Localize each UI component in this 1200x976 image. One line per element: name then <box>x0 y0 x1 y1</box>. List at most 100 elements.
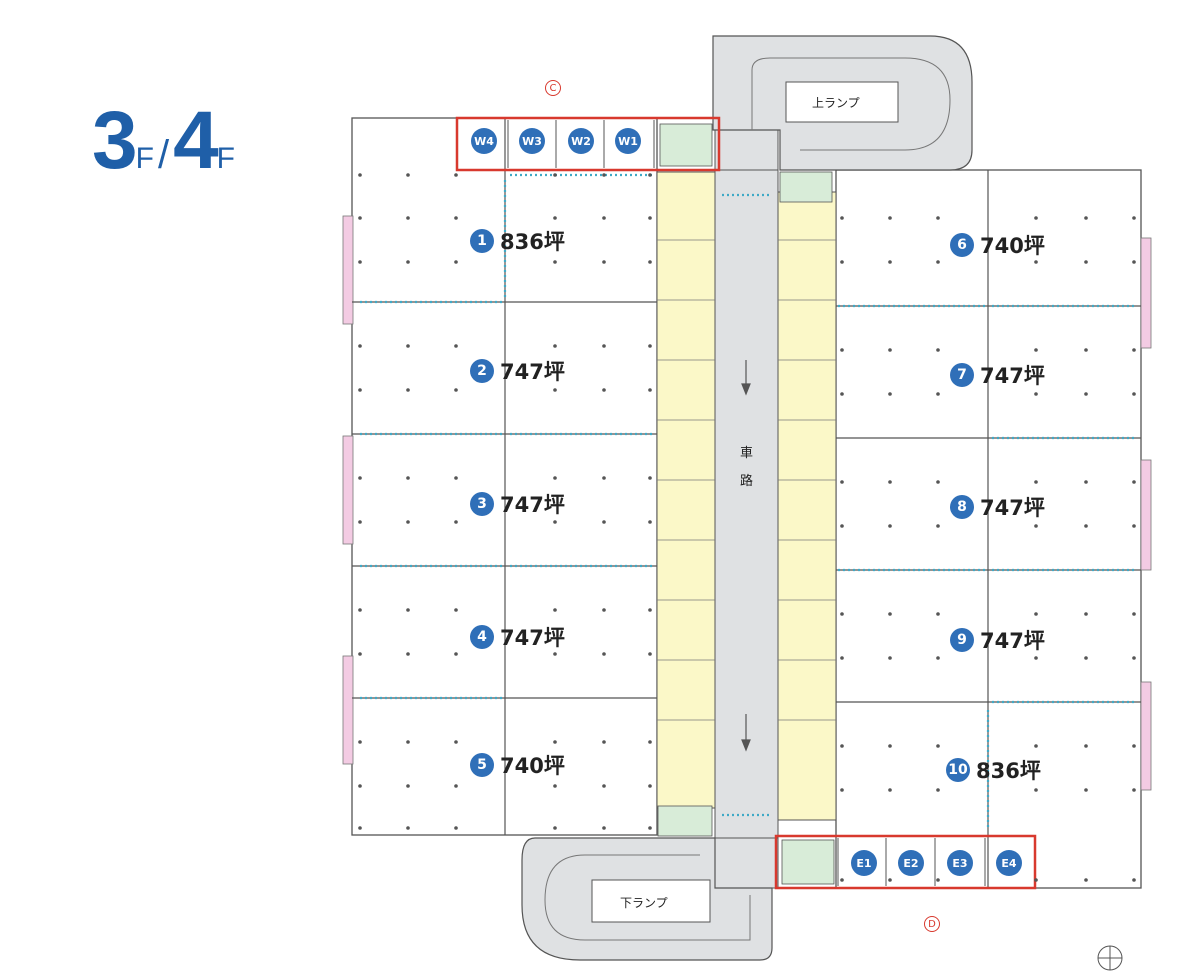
column-dot <box>936 480 940 484</box>
unit-1-area: 836坪 <box>500 230 565 254</box>
column-dot <box>406 608 410 612</box>
column-dot <box>1084 260 1088 264</box>
marker-north: C <box>545 80 561 96</box>
floor-title-big1: 3 <box>92 95 138 186</box>
down-ramp-inner-curve <box>544 854 751 941</box>
unit-3-area: 747坪 <box>500 493 565 517</box>
column-dot <box>1084 744 1088 748</box>
compass-icon <box>1097 945 1123 971</box>
dotted-subdividers <box>360 173 1135 830</box>
column-dot <box>358 784 362 788</box>
column-dot <box>406 476 410 480</box>
column-dot <box>1034 348 1038 352</box>
column-dot <box>1132 744 1136 748</box>
column-dot <box>406 388 410 392</box>
column-dot <box>1084 656 1088 660</box>
column-dot <box>358 652 362 656</box>
column-dot <box>1034 216 1038 220</box>
column-dot <box>602 826 606 830</box>
unit-5-area: 740坪 <box>500 754 565 778</box>
column-dot <box>840 878 844 882</box>
column-dot <box>888 524 892 528</box>
column-dot <box>1084 524 1088 528</box>
unit-5-number: 5 <box>470 753 494 777</box>
marker-south: D <box>924 916 940 932</box>
slot-w1: W1 <box>615 128 641 154</box>
slot-w4: W4 <box>471 128 497 154</box>
unit-2-number: 2 <box>470 359 494 383</box>
column-dot <box>358 476 362 480</box>
column-dot <box>454 826 458 830</box>
up-ramp-label: 上ランプ <box>812 96 860 110</box>
road-label-char1: 車 <box>740 446 754 461</box>
column-dot <box>936 656 940 660</box>
column-dot <box>602 608 606 612</box>
column-dot <box>648 476 652 480</box>
slot-w2: W2 <box>568 128 594 154</box>
column-dot <box>1084 788 1088 792</box>
column-dot <box>406 216 410 220</box>
column-dot <box>840 612 844 616</box>
column-dot <box>1084 392 1088 396</box>
column-dot <box>553 784 557 788</box>
column-dot <box>840 480 844 484</box>
column-dot <box>648 260 652 264</box>
column-dot <box>553 388 557 392</box>
slot-w3: W3 <box>519 128 545 154</box>
column-dot <box>888 480 892 484</box>
unit-8-area: 747坪 <box>980 496 1045 520</box>
slot-e1: E1 <box>851 850 877 876</box>
column-dot <box>454 173 458 177</box>
column-dot <box>648 608 652 612</box>
column-dot <box>936 260 940 264</box>
column-dot <box>888 216 892 220</box>
column-dot <box>1084 612 1088 616</box>
road-arrow-upper <box>741 360 751 396</box>
column-dot <box>553 608 557 612</box>
column-dot <box>358 608 362 612</box>
column-dot <box>454 216 458 220</box>
column-dot <box>553 652 557 656</box>
down-ramp-label: 下ランプ <box>620 896 668 910</box>
up-ramp-inner-curve <box>751 57 951 151</box>
column-dot <box>358 826 362 830</box>
column-dot <box>358 173 362 177</box>
column-dot <box>602 652 606 656</box>
west-highlight-box <box>455 116 721 172</box>
column-dot <box>406 784 410 788</box>
column-dot <box>840 216 844 220</box>
column-dot <box>1034 788 1038 792</box>
column-dot <box>1084 878 1088 882</box>
column-dot <box>840 744 844 748</box>
column-dot <box>840 656 844 660</box>
unit-3-number: 3 <box>470 492 494 516</box>
column-dot <box>454 260 458 264</box>
column-dot <box>406 260 410 264</box>
column-dot <box>1034 524 1038 528</box>
column-dot <box>1132 524 1136 528</box>
column-dot <box>936 878 940 882</box>
column-dot <box>358 344 362 348</box>
column-dot <box>840 788 844 792</box>
column-dot <box>553 826 557 830</box>
column-dot <box>602 740 606 744</box>
column-dot <box>648 740 652 744</box>
column-dot <box>840 524 844 528</box>
column-dot <box>406 740 410 744</box>
column-dot <box>1132 612 1136 616</box>
slot-e2: E2 <box>898 850 924 876</box>
column-dot <box>1084 216 1088 220</box>
floor-title-sub2: F <box>216 142 235 175</box>
unit-10-number: 10 <box>946 758 970 782</box>
unit-9-area: 747坪 <box>980 629 1045 653</box>
column-dot <box>888 656 892 660</box>
stair-core-north-east <box>779 171 833 203</box>
column-dot <box>1034 656 1038 660</box>
slot-e4: E4 <box>996 850 1022 876</box>
column-dot <box>358 740 362 744</box>
column-dot <box>406 826 410 830</box>
column-dot <box>406 652 410 656</box>
column-dot <box>406 520 410 524</box>
